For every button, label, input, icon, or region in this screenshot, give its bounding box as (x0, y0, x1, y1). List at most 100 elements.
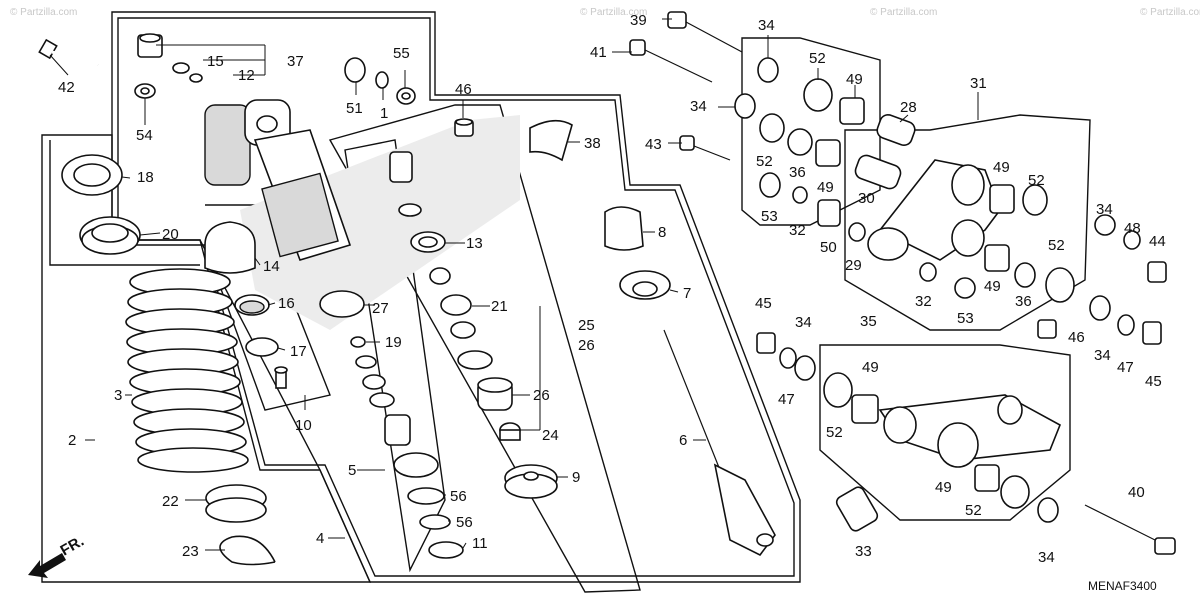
label-part-24: 24 (542, 427, 559, 444)
label-part-29: 29 (845, 257, 862, 274)
label-part-33: 33 (855, 543, 872, 560)
label-part-34: 34 (758, 17, 775, 34)
part-seat-22 (205, 484, 267, 523)
label-part-53: 53 (761, 208, 778, 225)
part-valve-stack-upper (389, 151, 446, 253)
part-spring-3 (125, 268, 249, 473)
label-part-52c: 52 (1028, 172, 1045, 189)
part-bearing-49b (815, 139, 841, 167)
label-part-25: 25 (578, 317, 595, 334)
part-ring-29 (848, 222, 866, 242)
label-part-39: 39 (630, 12, 647, 29)
label-part-34e: 34 (795, 314, 812, 331)
part-nut-45b (756, 332, 776, 354)
part-cap-7 (619, 270, 671, 300)
label-part-49e: 49 (862, 359, 879, 376)
part-cap-9 (504, 464, 558, 499)
label-part-56: 56 (450, 488, 467, 505)
part-rings-51-1 (344, 57, 389, 89)
part-seal-52 (803, 78, 833, 112)
label-part-46: 46 (455, 81, 472, 98)
part-bladder-8 (604, 206, 644, 251)
part-bolt-40 (1084, 504, 1176, 555)
part-piston-26 (477, 377, 513, 411)
part-washer-34c (1094, 214, 1116, 236)
label-part-27: 27 (372, 300, 389, 317)
label-part-49c: 49 (993, 159, 1010, 176)
part-oring-17 (245, 337, 279, 357)
label-part-23: 23 (182, 543, 199, 560)
part-bearing-49f (974, 464, 1000, 492)
part-bearing-49 (839, 97, 865, 125)
label-part-13: 13 (466, 235, 483, 252)
part-washer-48 (1123, 230, 1141, 250)
watermark-text: © Partzilla.com (1140, 7, 1200, 18)
part-seal-52c (1022, 184, 1048, 216)
label-part-49d: 49 (984, 278, 1001, 295)
label-part-8: 8 (658, 224, 666, 241)
part-washer-34e (794, 355, 816, 381)
part-nut-15 (137, 33, 163, 58)
diagram-code: MENAF3400 (1088, 579, 1157, 593)
part-damper-rod-6 (663, 329, 776, 557)
label-part-49f: 49 (935, 479, 952, 496)
label-part-26b: 26 (533, 387, 550, 404)
part-seal-52b (759, 113, 785, 143)
watermark-text: © Partzilla.com (580, 7, 647, 18)
label-part-45b: 45 (1145, 373, 1162, 390)
label-part-55: 55 (393, 45, 410, 62)
part-ring-15 (172, 62, 190, 74)
part-link-35 (878, 394, 1062, 468)
part-ring-32b (919, 262, 937, 282)
label-part-31: 31 (970, 75, 987, 92)
part-bolt-43 (679, 135, 731, 161)
label-part-48: 48 (1124, 220, 1141, 237)
leader-lines (49, 18, 979, 551)
label-part-28: 28 (900, 99, 917, 116)
part-collar-28 (876, 114, 916, 146)
label-part-42: 42 (58, 79, 75, 96)
label-part-32: 32 (789, 222, 806, 239)
part-washer-47 (1117, 314, 1135, 336)
label-part-15: 15 (207, 53, 224, 70)
part-ring-36 (787, 128, 813, 156)
label-part-22: 22 (162, 493, 179, 510)
label-part-37: 37 (287, 53, 304, 70)
label-part-44: 44 (1149, 233, 1166, 250)
label-part-56b: 56 (456, 514, 473, 531)
part-nut-45 (1142, 321, 1162, 345)
label-part-6: 6 (679, 432, 687, 449)
label-part-53b: 53 (957, 310, 974, 327)
watermark-text: © Partzilla.com (870, 7, 937, 18)
part-ring-12 (189, 73, 203, 83)
part-cover-38 (529, 119, 573, 162)
label-part-19: 19 (385, 334, 402, 351)
label-part-47b: 47 (1117, 359, 1134, 376)
part-cap-16 (234, 294, 270, 316)
part-nut-46-top (454, 118, 474, 137)
label-part-45: 45 (755, 295, 772, 312)
label-part-18: 18 (137, 169, 154, 186)
label-part-2: 2 (68, 432, 76, 449)
label-part-41: 41 (590, 44, 607, 61)
label-part-34d: 34 (1094, 347, 1111, 364)
label-part-40: 40 (1128, 484, 1145, 501)
label-part-7: 7 (683, 285, 691, 302)
part-washer-34f (1037, 497, 1059, 523)
label-part-52e: 52 (826, 424, 843, 441)
label-part-36: 36 (789, 164, 806, 181)
label-part-30: 30 (858, 190, 875, 207)
label-part-52f: 52 (965, 502, 982, 519)
part-bearing-49e (851, 394, 879, 424)
part-washer-34d (1089, 295, 1111, 321)
label-part-16: 16 (278, 295, 295, 312)
label-part-35: 35 (860, 313, 877, 330)
label-part-49: 49 (846, 71, 863, 88)
part-seal-53b (954, 277, 976, 299)
part-seal-52f (1000, 475, 1030, 509)
part-bolt-39 (667, 11, 743, 53)
part-washer-34b (734, 93, 756, 119)
part-washer-47b (779, 347, 797, 369)
part-valve-stack-21 (429, 267, 493, 370)
